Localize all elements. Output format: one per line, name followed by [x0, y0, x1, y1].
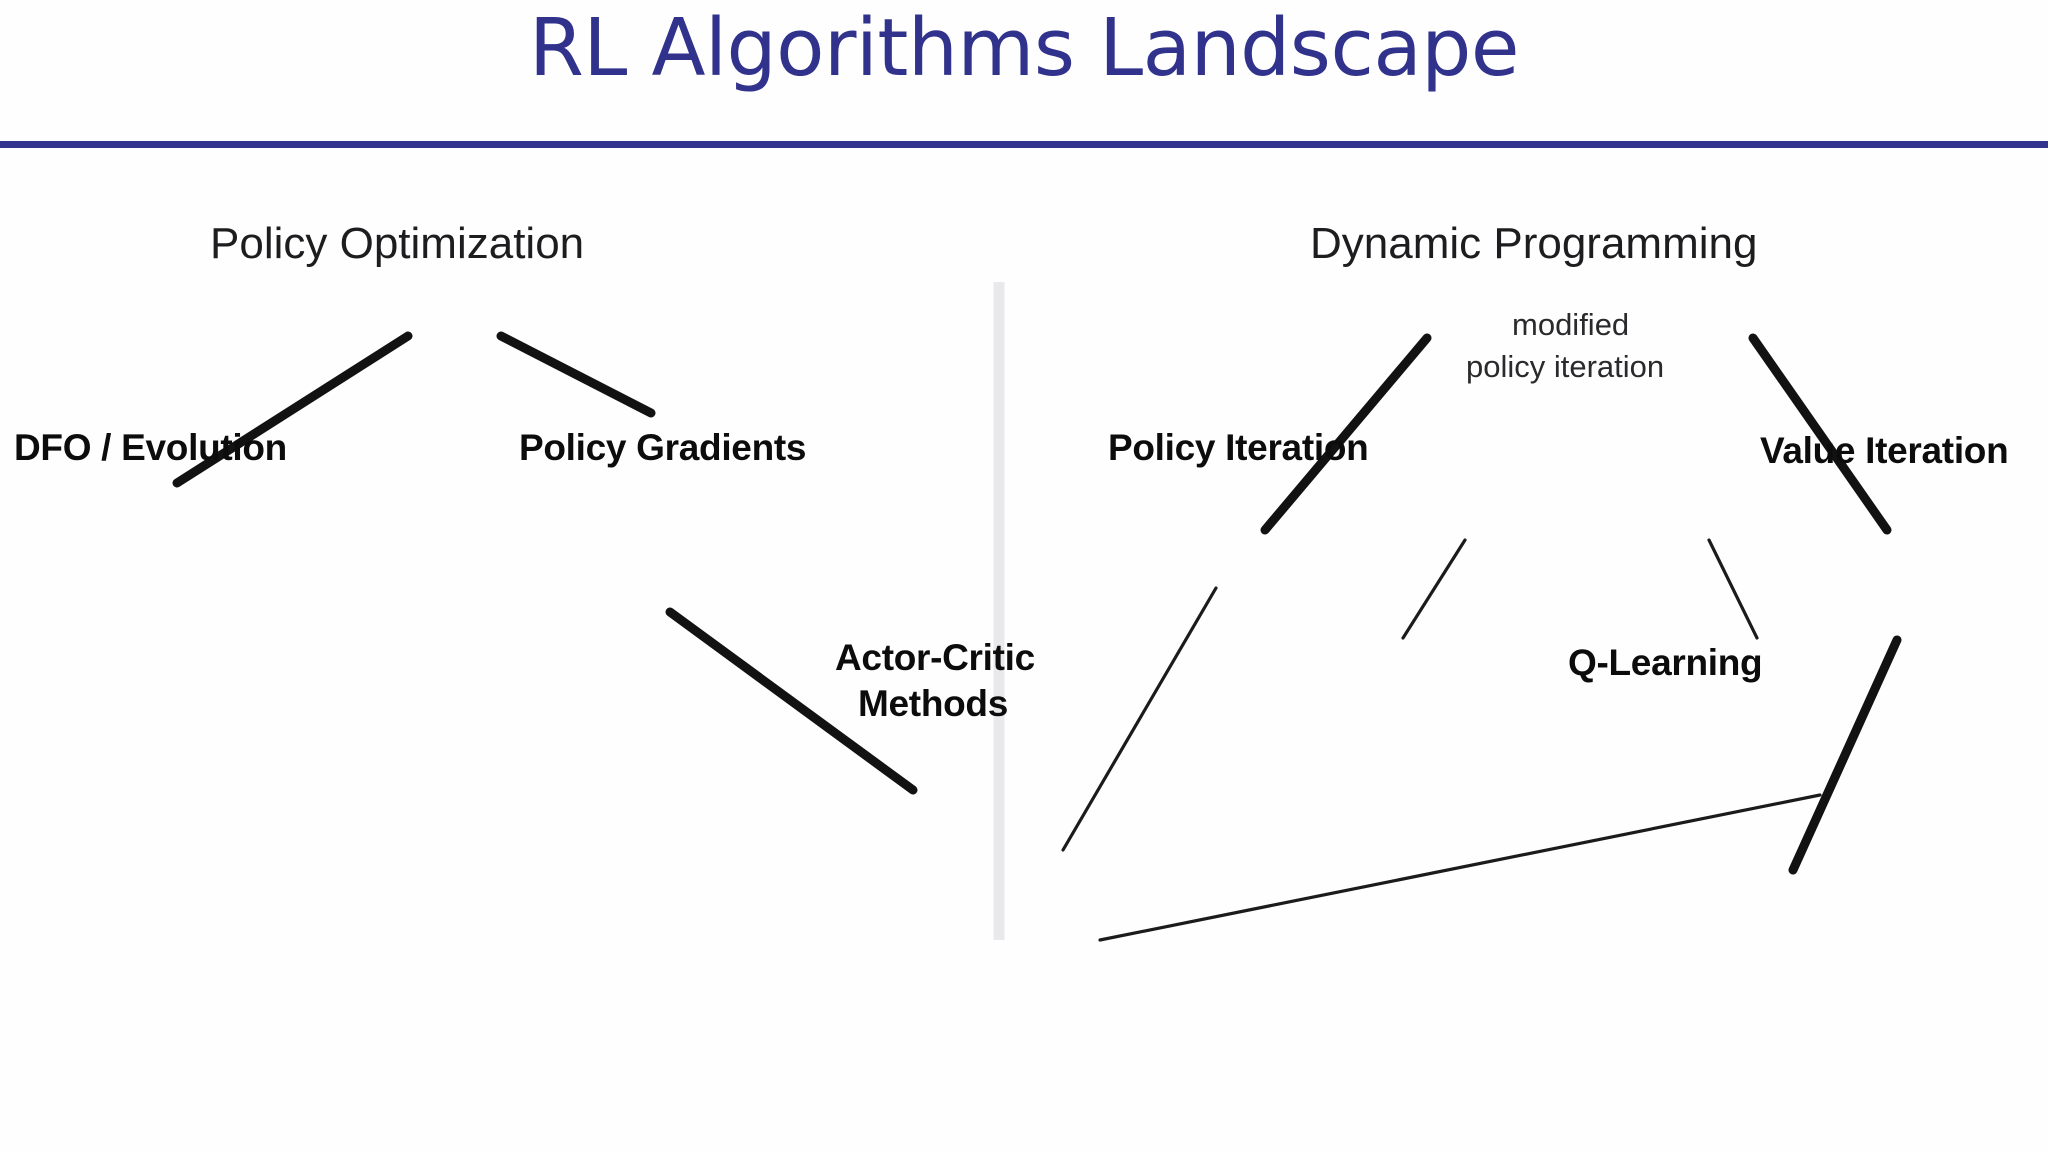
edge-policy-optimization-to-policy-gradients	[496, 331, 656, 418]
page-title: RL Algorithms Landscape	[528, 2, 1520, 94]
edge-value-iteration-to-q-learning	[1788, 635, 1902, 875]
node-dynamic-programming: Dynamic Programming	[1310, 219, 1757, 268]
node-actor-critic-methods-line1: Actor-Critic	[835, 637, 1035, 678]
edge-policy-gradients-to-actor-critic	[665, 607, 918, 795]
node-dfo-evolution: DFO / Evolution	[14, 427, 287, 468]
edge-policy-optimization-to-dfo	[172, 331, 413, 488]
edge-modified-policy-iteration-right	[1707, 538, 1759, 640]
annotation-modified-line1: modified	[1512, 307, 1629, 342]
node-q-learning: Q-Learning	[1568, 642, 1762, 683]
node-actor-critic-methods-line2: Methods	[858, 683, 1008, 724]
node-policy-iteration: Policy Iteration	[1108, 427, 1368, 468]
edge-policy-iteration-to-actor-critic	[1061, 586, 1218, 852]
edge-dynamic-programming-to-policy-iteration	[1260, 333, 1432, 535]
edge-dynamic-programming-to-value-iteration	[1748, 333, 1892, 535]
edge-actor-critic-to-value-iteration	[1098, 793, 1822, 942]
edge-modified-policy-iteration-left	[1401, 538, 1467, 640]
node-policy-gradients: Policy Gradients	[519, 427, 806, 468]
title-divider-rule	[0, 141, 2048, 148]
rl-algorithms-diagram: Policy Optimization Dynamic Programming …	[0, 150, 2048, 1050]
node-policy-optimization: Policy Optimization	[210, 219, 584, 268]
annotation-modified-line2: policy iteration	[1466, 349, 1664, 384]
node-value-iteration: Value Iteration	[1760, 430, 2008, 471]
